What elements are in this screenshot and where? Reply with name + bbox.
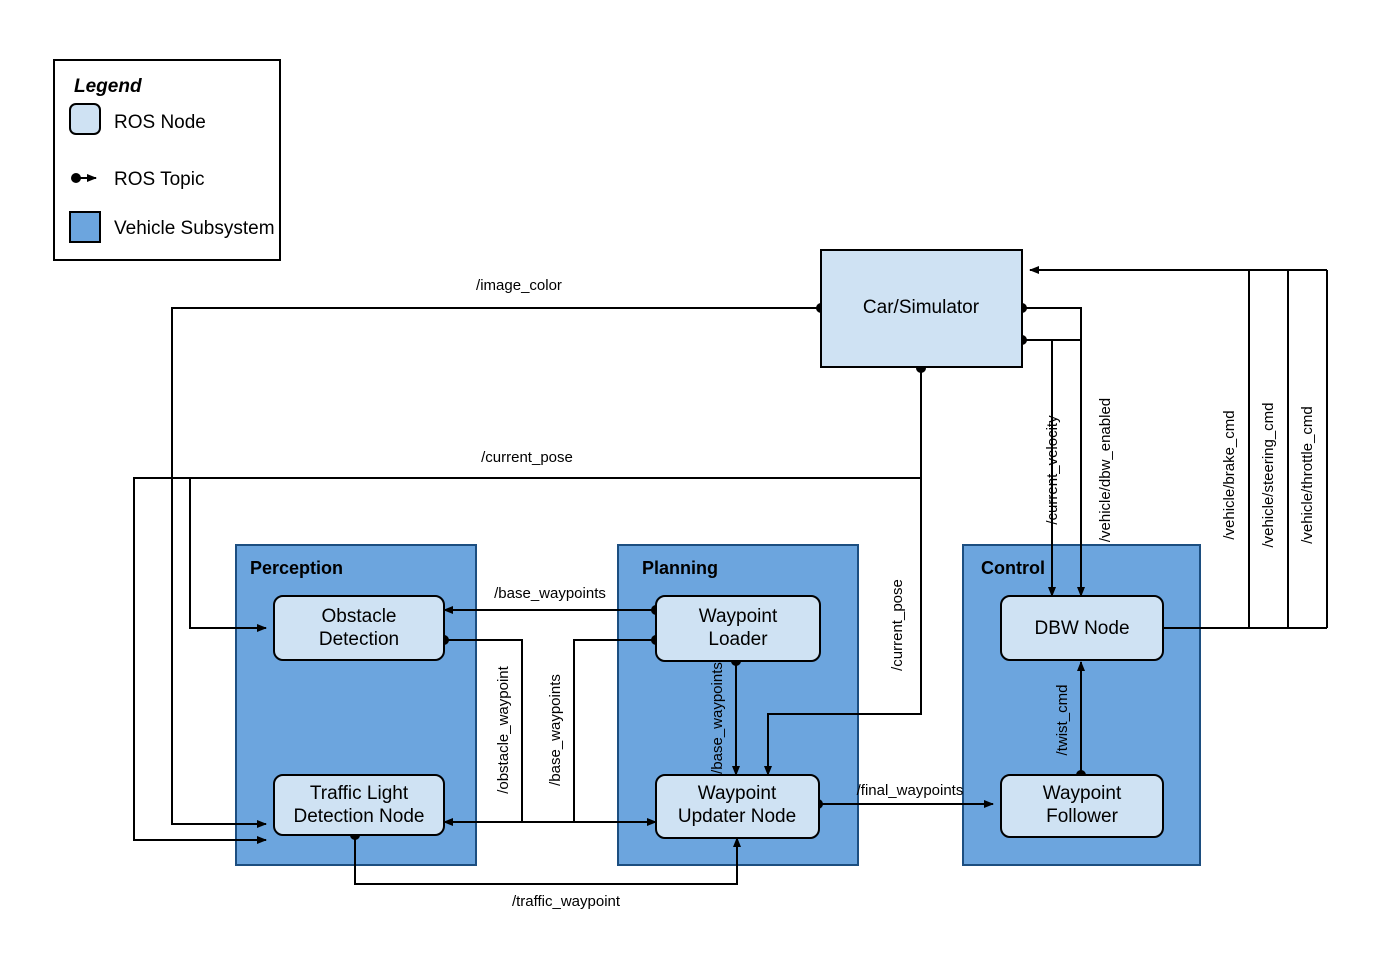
legend-vehicle-subsystem-swatch xyxy=(69,211,101,243)
node-waypoint-updater[interactable]: Waypoint Updater Node xyxy=(655,774,820,839)
node-waypoint-follower[interactable]: Waypoint Follower xyxy=(1000,774,1164,838)
traffic-light-detection-box[interactable] xyxy=(273,774,445,836)
topic-label-twist-cmd: /twist_cmd xyxy=(1054,685,1071,756)
node-car-simulator[interactable]: Car/Simulator xyxy=(820,249,1023,368)
car-simulator-label: Car/Simulator xyxy=(863,297,980,318)
legend-title: Legend xyxy=(74,76,142,97)
perception-label: Perception xyxy=(250,558,343,578)
node-waypoint-loader[interactable]: Waypoint Loader xyxy=(655,595,821,662)
topic-label-current-velocity: /current_velocity xyxy=(1044,415,1061,525)
waypoint-updater-box[interactable] xyxy=(655,774,820,839)
node-dbw[interactable]: DBW Node xyxy=(1000,595,1164,661)
control-label: Control xyxy=(981,558,1045,578)
node-obstacle-detection[interactable]: Obstacle Detection xyxy=(273,595,445,661)
legend-item-ros-node-label: ROS Node xyxy=(114,112,206,133)
obstacle-detection-box[interactable] xyxy=(273,595,445,661)
topic-label-base-waypoints-mid: /base_waypoints xyxy=(547,674,564,786)
waypoint-follower-label-line2: Follower xyxy=(1046,806,1118,827)
legend: Legend ROS Node ROS Topic Vehicle Subsys… xyxy=(53,59,281,261)
legend-ros-topic-swatch xyxy=(71,173,97,183)
planning-label: Planning xyxy=(642,558,718,578)
topic-label-vehicle-brake-cmd: /vehicle/brake_cmd xyxy=(1221,410,1238,539)
topic-label-image-color: /image_color xyxy=(476,277,562,294)
legend-item-vehicle-subsystem-label: Vehicle Subsystem xyxy=(114,218,275,239)
waypoint-loader-label-line2: Loader xyxy=(708,629,768,650)
waypoint-loader-label-line1: Waypoint xyxy=(699,606,778,627)
topic-label-final-waypoints: /final_waypoints xyxy=(857,782,964,799)
topic-label-traffic-waypoint: /traffic_waypoint xyxy=(512,893,621,910)
waypoint-updater-label-line2: Updater Node xyxy=(678,806,796,827)
topic-label-obstacle-waypoint: /obstacle_waypoint xyxy=(495,665,512,793)
waypoint-loader-box[interactable] xyxy=(655,595,821,662)
waypoint-follower-box[interactable] xyxy=(1000,774,1164,838)
legend-ros-node-swatch xyxy=(69,103,101,135)
topic-label-base-waypoints-inner: /base_waypoints xyxy=(709,662,726,774)
traffic-light-detection-label-line2: Detection Node xyxy=(294,806,425,827)
wire-dbw-command-trunk xyxy=(1029,266,1328,629)
wire-current-pose-top xyxy=(133,477,921,844)
obstacle-detection-label-line2: Detection xyxy=(319,629,399,650)
topic-label-current-pose-right: /current_pose xyxy=(889,579,906,671)
topic-label-vehicle-dbw-enabled: /vehicle/dbw_enabled xyxy=(1097,398,1114,542)
dbw-node-box[interactable] xyxy=(1000,595,1164,661)
topic-label-current-pose-top: /current_pose xyxy=(481,449,573,466)
car-simulator-box[interactable] xyxy=(820,249,1023,368)
traffic-light-detection-label-line1: Traffic Light xyxy=(310,783,409,804)
waypoint-updater-label-line1: Waypoint xyxy=(698,783,777,804)
legend-item-ros-topic-label: ROS Topic xyxy=(114,169,204,190)
topic-label-vehicle-throttle-cmd: /vehicle/throttle_cmd xyxy=(1299,406,1316,544)
waypoint-follower-label-line1: Waypoint xyxy=(1043,783,1122,804)
node-traffic-light-detection[interactable]: Traffic Light Detection Node xyxy=(273,774,445,836)
dbw-node-label: DBW Node xyxy=(1034,618,1129,639)
topic-label-vehicle-steering-cmd: /vehicle/steering_cmd xyxy=(1260,402,1277,547)
topic-label-base-waypoints-top: /base_waypoints xyxy=(494,585,606,602)
obstacle-detection-label-line1: Obstacle xyxy=(322,606,397,627)
